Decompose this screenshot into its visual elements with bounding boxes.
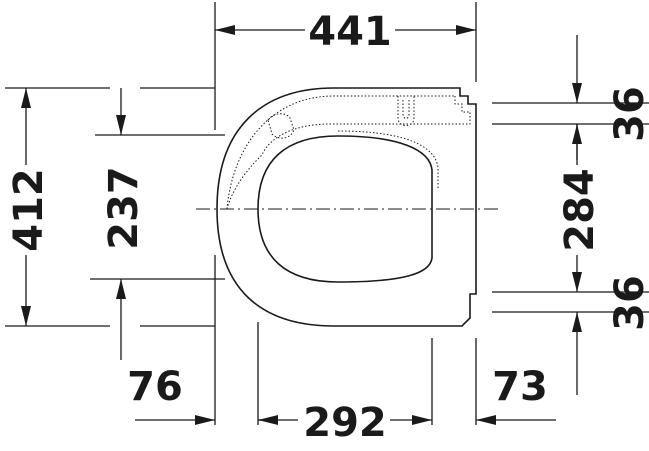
dim-412-label: 412 xyxy=(6,168,52,252)
dim-opening-width: 292 xyxy=(258,398,432,446)
dim-441-label: 441 xyxy=(308,9,392,55)
hinge-right-inner xyxy=(402,100,410,119)
dim-73-label: 73 xyxy=(492,364,548,410)
seat-outline xyxy=(196,87,500,327)
dim-76-label: 76 xyxy=(127,364,183,410)
dim-hinge-band-bottom: 36 xyxy=(572,275,649,395)
dim-237-label: 237 xyxy=(101,166,147,250)
dim-overall-depth: 412 xyxy=(5,88,52,326)
dim-opening-offset: 237 xyxy=(101,88,147,360)
extension-lines xyxy=(5,2,649,425)
hinge-right xyxy=(397,96,415,126)
dim-292-label: 292 xyxy=(303,400,387,446)
dim-36-bottom-label: 36 xyxy=(607,275,649,331)
seat-inner-dotted-contour xyxy=(226,95,471,210)
dim-opening-length: 284 xyxy=(555,124,603,292)
dim-284-label: 284 xyxy=(557,168,603,252)
dim-hinge-band-top: 36 xyxy=(572,35,649,160)
dim-front-overhang: 76 xyxy=(127,364,270,425)
dim-rear-offset: 73 xyxy=(476,364,556,425)
dim-overall-width: 441 xyxy=(215,8,476,55)
dim-36-top-label: 36 xyxy=(607,86,649,142)
